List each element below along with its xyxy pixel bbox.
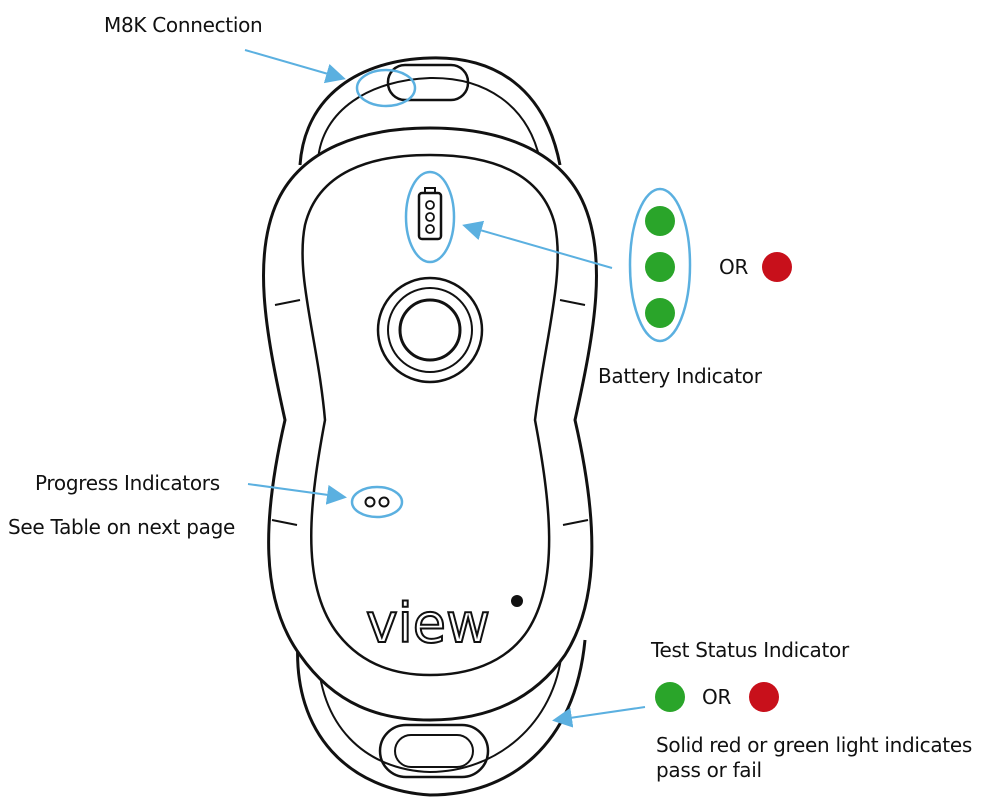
bottom-slot <box>378 723 490 779</box>
battery-green-light-2 <box>645 252 675 282</box>
m8k-callout-ellipse <box>355 68 417 108</box>
battery-arrow <box>462 220 613 269</box>
center-button <box>398 298 462 362</box>
center-button-ring <box>376 276 484 384</box>
test-status-label: Test Status Indicator <box>651 638 849 662</box>
battery-indicator-label: Battery Indicator <box>598 364 762 388</box>
m8k-arrow <box>244 49 346 84</box>
battery-led-3 <box>425 224 435 234</box>
progress-arrow <box>247 483 347 505</box>
m8k-connection-label: M8K Connection <box>104 13 263 37</box>
battery-callout-ellipse <box>404 170 456 264</box>
battery-green-light-3 <box>645 298 675 328</box>
battery-icon-cap <box>424 187 436 194</box>
logo-text: view <box>366 592 490 655</box>
progress-note-label: See Table on next page <box>8 515 236 539</box>
seam-right-bottom <box>562 519 589 526</box>
device-outline <box>262 56 598 797</box>
test-note-line2: pass or fail <box>656 758 762 782</box>
top-clip-inner <box>317 76 541 161</box>
progress-indicators-label: Progress Indicators <box>35 471 220 495</box>
test-red-light <box>749 682 779 712</box>
test-or-label: OR <box>702 685 732 709</box>
top-slot <box>386 63 470 102</box>
top-clip-outer <box>298 56 562 166</box>
face-plate <box>301 153 559 677</box>
seam-left-top <box>274 299 301 306</box>
center-button-ring-inner <box>387 287 473 373</box>
battery-or-label: OR <box>719 255 749 279</box>
progress-callout-ellipse <box>350 485 404 519</box>
bottom-slot-inner <box>394 734 474 768</box>
test-status-arrow <box>552 706 646 728</box>
device-body <box>262 126 598 722</box>
test-status-led <box>511 595 523 607</box>
seam-right-top <box>559 299 586 306</box>
test-green-light <box>655 682 685 712</box>
seam-left-bottom <box>271 519 298 526</box>
test-note-line1: Solid red or green light indicates <box>656 733 972 757</box>
battery-red-light <box>762 252 792 282</box>
bottom-clip-inner <box>317 649 563 774</box>
progress-led-2 <box>378 496 390 508</box>
battery-led-1 <box>425 200 435 210</box>
progress-led-1 <box>364 496 376 508</box>
battery-lights-ellipse <box>628 187 692 343</box>
battery-green-light-1 <box>645 206 675 236</box>
battery-led-2 <box>425 212 435 222</box>
